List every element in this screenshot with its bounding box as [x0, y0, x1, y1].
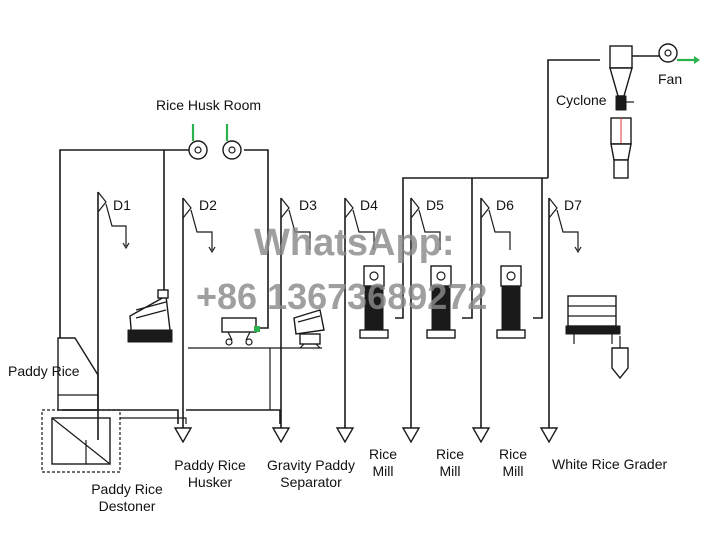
- mill-collection-ducting: [395, 59, 600, 319]
- elevator-label-d6: D6: [496, 197, 514, 213]
- elevator-boots: [173, 427, 559, 444]
- white-rice-grader-label: White Rice Grader: [552, 456, 668, 472]
- rice-mill-label-1: Rice Mill: [368, 446, 397, 479]
- cyclone-unit: [609, 45, 634, 179]
- rice-mill-machine-3: [496, 265, 526, 339]
- paddy-rice-husker-machine: [221, 317, 260, 346]
- elevator-d3: [280, 197, 311, 440]
- paddy-rice-destoner-label: Paddy Rice Destoner: [91, 481, 163, 514]
- paddy-rice-husker-label: Paddy Rice Husker: [174, 457, 246, 490]
- elevator-label-d3: D3: [299, 197, 317, 213]
- watermark-line-1: WhatsApp:: [254, 222, 455, 264]
- white-rice-grader-machine: [565, 295, 629, 380]
- cyclone-label: Cyclone: [556, 92, 607, 108]
- watermark-line-2: +86 13673689272: [196, 276, 488, 317]
- elevator-label-d4: D4: [360, 197, 378, 213]
- elevator-label-d7: D7: [564, 197, 582, 213]
- rice-mill-label-3: Rice Mill: [498, 446, 527, 479]
- bucket-elevators: [97, 191, 582, 440]
- intake-pit: [41, 409, 121, 473]
- elevator-d4: [344, 197, 375, 440]
- rice-mill-machine-2: [426, 265, 456, 339]
- elevator-label-d5: D5: [426, 197, 444, 213]
- rice-mill-label-2: Rice Mill: [435, 446, 464, 479]
- gravity-paddy-separator-label: Gravity Paddy Separator: [267, 457, 355, 490]
- elevator-label-d1: D1: [113, 197, 131, 213]
- paddy-rice-label: Paddy Rice: [8, 363, 80, 379]
- gravity-paddy-separator-machine: [293, 309, 325, 349]
- elevator-d6: [480, 197, 511, 440]
- fan-label: Fan: [658, 71, 683, 87]
- elevator-d7: [548, 197, 582, 440]
- husk-room-fans: [188, 124, 242, 160]
- husk-aspiration-ducting: [59, 149, 269, 338]
- rice-husk-room-label: Rice Husk Room: [156, 97, 262, 113]
- rice-mill-machine-1: [359, 265, 389, 339]
- elevator-label-d2: D2: [199, 197, 217, 213]
- elevator-d2: [182, 197, 216, 440]
- elevator-d1: [97, 191, 130, 440]
- lower-conveyors: [62, 347, 322, 424]
- fan-unit: [632, 43, 700, 64]
- elevator-d5: [410, 197, 441, 440]
- paddy-rice-destoner-machine: [127, 289, 173, 343]
